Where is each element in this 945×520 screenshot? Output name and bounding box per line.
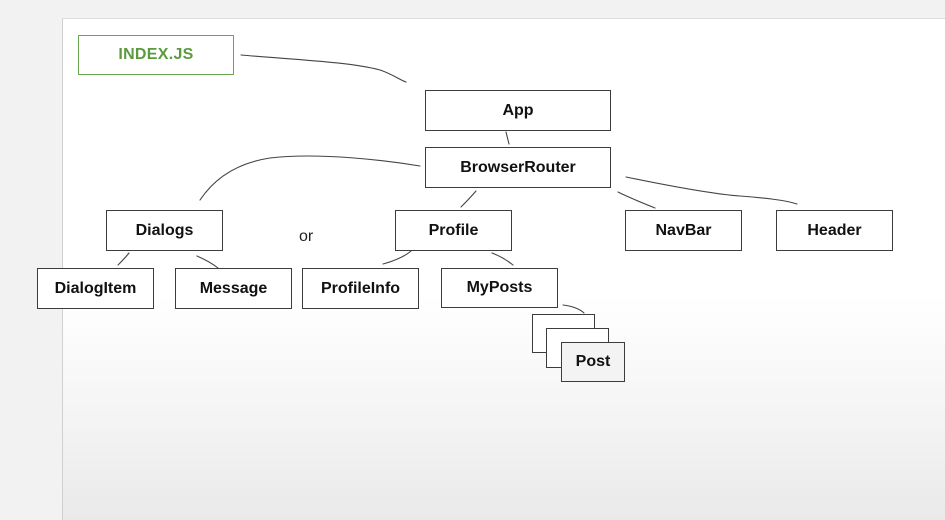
my-posts-box: MyPosts — [441, 268, 558, 308]
profile-box: Profile — [395, 210, 512, 251]
message-label: Message — [199, 279, 268, 297]
header-label: Header — [807, 221, 862, 239]
navbar-label: NavBar — [655, 221, 712, 239]
app-box: App — [425, 90, 611, 131]
or-label: or — [299, 228, 314, 245]
profile-info-box: ProfileInfo — [302, 268, 419, 309]
browser-router-box: BrowserRouter — [425, 147, 611, 188]
app-label: App — [502, 101, 534, 119]
header-box: Header — [776, 210, 893, 251]
dialog-item-label: DialogItem — [54, 279, 137, 297]
dialog-item-box: DialogItem — [37, 268, 154, 309]
index-js-box: INDEX.JS — [78, 35, 234, 75]
my-posts-label: MyPosts — [466, 279, 533, 296]
profile-label: Profile — [428, 221, 479, 239]
index-js-label: INDEX.JS — [118, 46, 194, 63]
navbar-box: NavBar — [625, 210, 742, 251]
profile-info-label: ProfileInfo — [320, 279, 401, 297]
browser-router-label: BrowserRouter — [460, 158, 576, 176]
dialogs-label: Dialogs — [135, 221, 194, 239]
post-label: Post — [575, 353, 611, 370]
post-box: Post — [561, 342, 625, 382]
dialogs-box: Dialogs — [106, 210, 223, 251]
message-box: Message — [175, 268, 292, 309]
